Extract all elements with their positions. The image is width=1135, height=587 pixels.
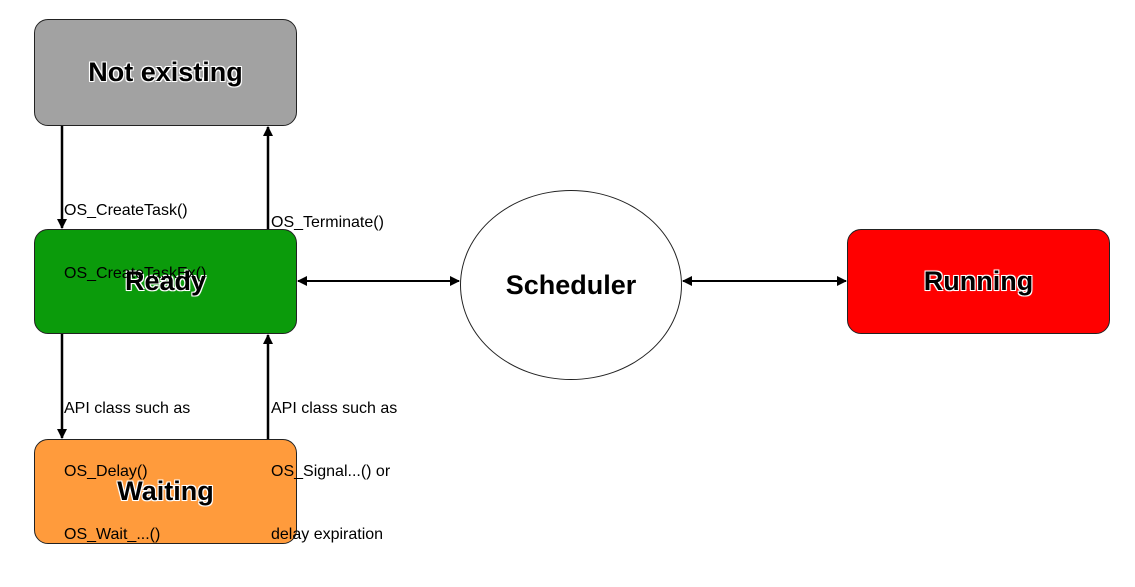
scheduler-node: Scheduler	[460, 190, 682, 380]
label-line: OS_CreateTask()	[64, 202, 188, 219]
state-waiting: Waiting	[34, 439, 297, 544]
label-line: OS_Signal...() or	[271, 463, 391, 480]
state-ready: Ready	[34, 229, 297, 334]
label-create-task: OS_CreateTask() OS_CreateTaskEx()	[64, 158, 206, 326]
state-not-existing: Not existing	[34, 19, 297, 126]
label-line: OS_Terminate()	[271, 214, 384, 231]
label-line: OS_Wait_...()	[64, 526, 161, 543]
label-line: API class such as	[271, 400, 398, 417]
state-running: Running	[847, 229, 1110, 334]
task-state-diagram: Not existing Ready Waiting Running Sched…	[34, 19, 1110, 544]
transition-arrows	[57, 126, 847, 439]
label-to-ready: API class such as OS_Signal...() or dela…	[271, 356, 397, 587]
label-terminate: OS_Terminate()	[271, 170, 384, 275]
label-line: API class such as	[64, 400, 191, 417]
label-line: delay expiration	[271, 526, 384, 543]
label-line: OS_CreateTaskEx()	[64, 265, 207, 282]
label-to-waiting: API class such as OS_Delay() OS_Wait_...…	[64, 356, 190, 587]
label-line: OS_Delay()	[64, 463, 148, 480]
